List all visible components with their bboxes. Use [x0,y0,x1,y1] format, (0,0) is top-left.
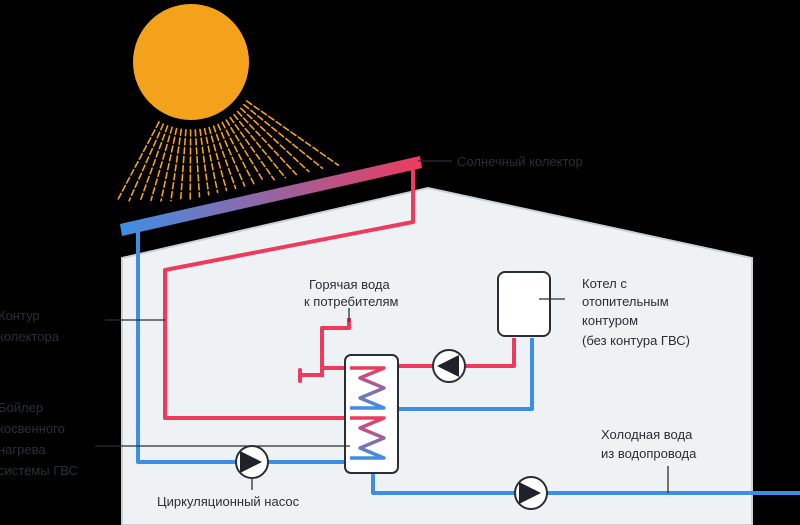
label-boiler-2: отопительным [582,294,669,309]
label-hot-water-2: к потребителям [304,294,398,309]
sun-ray [203,127,219,194]
sun-ray [150,126,173,202]
label-circulation-pump: Циркуляционный насос [157,494,300,509]
cold-water-pump-icon [514,476,548,510]
sun-ray [240,107,310,173]
label-collector-loop-2: колектора [0,329,60,344]
cold-water-supply-pipe [371,472,800,495]
tank-lower-coil [350,416,386,460]
sun-ray [139,125,169,201]
solar-collector-panel [120,156,422,236]
sun-ray [128,123,165,202]
boiler-loop-pump-icon [432,349,466,383]
sun-ray [116,121,160,202]
label-indirect-boiler-4: системы ГВС [0,463,78,478]
sun-ray [245,100,340,166]
collector-hot-pipe [163,162,415,420]
hot-water-outlet-pipe [320,318,351,370]
circulation-pump-icon [235,445,269,479]
label-boiler-1: Котел с [582,276,627,291]
sun-ray [212,125,237,190]
sun-ray [229,116,275,181]
label-solar-collector: Солнечный колектор [457,154,583,169]
sun-rays [116,100,340,202]
hot-water-tap [298,366,324,383]
sun-ray [194,129,201,198]
label-cold-water-2: из водопровода [601,446,697,461]
boiler-return-pipe [398,338,534,411]
sun-ray [179,129,187,202]
label-boiler-4: (без контура ГВС) [582,333,690,348]
label-indirect-boiler-2: косвенного [0,421,65,436]
label-hot-water-1: Горячая вода [309,277,390,292]
sun-ray [243,103,324,169]
sun-ray [236,110,298,176]
indirect-boiler-tank [344,354,399,474]
gas-boiler-unit [497,271,551,337]
label-indirect-boiler-1: Бойлер [0,400,43,415]
sun-ray [233,113,287,179]
label-collector-loop-1: Контур [0,308,40,323]
sun-ray [225,119,265,183]
tank-upper-coil [350,366,386,410]
sun-icon [133,4,249,120]
label-boiler-3: контуром [582,313,638,328]
sun-ray [221,121,255,185]
collector-cold-pipe [136,230,345,464]
sun-ray [199,128,210,196]
label-cold-water-1: Холодная вода [601,427,693,442]
sun-ray [217,123,246,187]
label-indirect-boiler-3: нагрева [0,442,46,457]
sun-ray [160,127,178,202]
sun-ray [170,128,183,202]
sun-ray [208,126,228,191]
